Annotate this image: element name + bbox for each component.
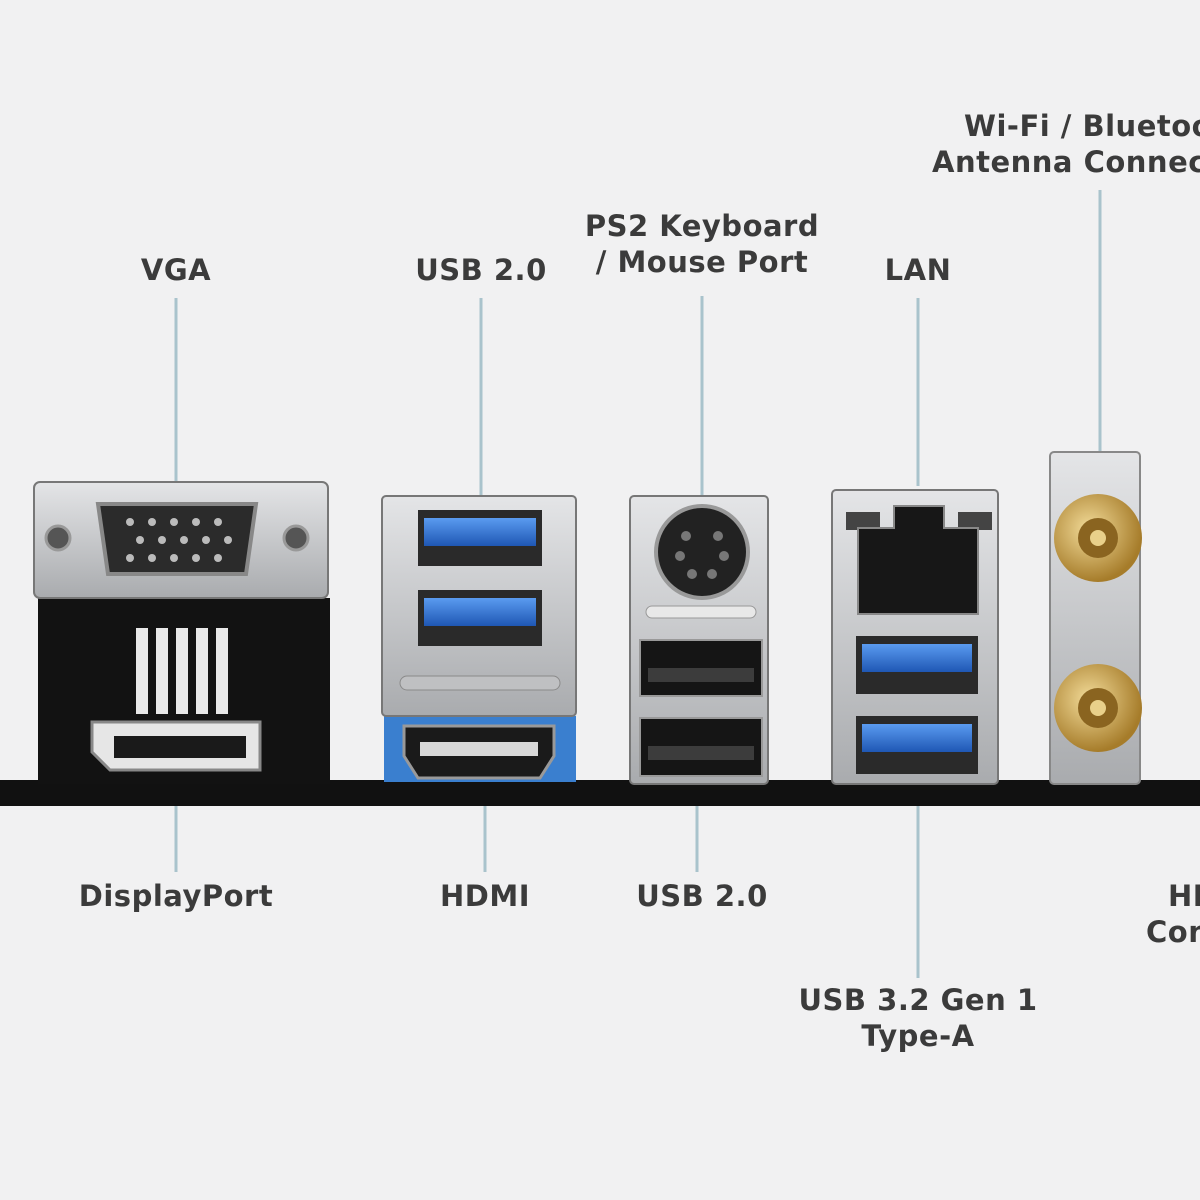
vga-port xyxy=(95,502,259,576)
label-usb20-top: USB 2.0 xyxy=(415,253,547,287)
ps2-usb-connector xyxy=(629,495,769,785)
usb-hdmi-connector xyxy=(381,495,577,782)
lan-port xyxy=(857,505,979,615)
rear-panel-bar xyxy=(0,780,1200,806)
label-hdmi: HDMI xyxy=(440,879,530,913)
ps2-port xyxy=(654,504,750,600)
antenna-connectors xyxy=(1049,451,1142,785)
label-displayport: DisplayPort xyxy=(78,879,274,913)
label-wifi: Wi-Fi / BluetoothAntenna Connectors xyxy=(932,109,1200,179)
label-usb20-bottom: USB 2.0 xyxy=(636,879,768,913)
label-lan: LAN xyxy=(884,253,952,287)
label-hd-audio: HD AudioConnectors xyxy=(1146,879,1200,949)
lan-usb32-connector xyxy=(831,489,999,785)
vga-displayport-connector xyxy=(33,481,330,784)
label-ps2: PS2 Keyboard/ Mouse Port xyxy=(584,209,820,279)
label-vga: VGA xyxy=(140,253,212,287)
